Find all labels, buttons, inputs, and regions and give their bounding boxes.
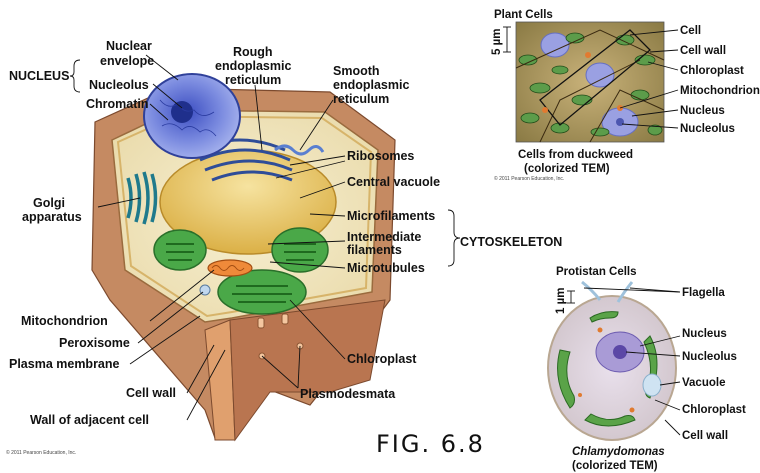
label-ribosomes: Ribosomes [347, 149, 414, 163]
label-plasma-membrane: Plasma membrane [9, 357, 120, 371]
plant-cells-copyright: © 2011 Pearson Education, Inc. [494, 175, 564, 182]
plant-label-cell: Cell [680, 25, 701, 37]
plant-label-nucleus: Nucleus [680, 105, 725, 117]
label-chloroplast: Chloroplast [347, 352, 417, 366]
nucleolus-shape [171, 101, 193, 123]
label-cell-wall: Cell wall [126, 386, 176, 400]
protist-label-flagella: Flagella [682, 287, 725, 299]
protist-label-nucleus: Nucleus [682, 328, 727, 340]
label-rough-er-3: reticulum [225, 73, 281, 87]
label-peroxisome: Peroxisome [59, 336, 130, 350]
protist-label-vacuole: Vacuole [682, 377, 725, 389]
plant-cells-title: Plant Cells [494, 9, 553, 21]
chloroplast-right-shape [272, 228, 328, 272]
label-smooth-er-3: reticulum [333, 92, 389, 106]
label-golgi-1: Golgi [33, 196, 65, 210]
chloroplast-left-shape [154, 230, 206, 270]
figure-number: FIG. 6.8 [376, 430, 485, 458]
protist-caption-1: Chlamydomonas [572, 446, 665, 458]
label-nuclear-envelope-1: Nuclear [106, 39, 152, 53]
protist-labels: Flagella Nucleus Nucleolus Vacuole Chlor… [682, 287, 746, 442]
label-wall-adjacent: Wall of adjacent cell [30, 413, 149, 427]
protist-scale: 1 µm [555, 288, 567, 314]
plant-cells-labels: Cell Cell wall Chloroplast Mitochondrion… [680, 25, 760, 135]
plant-cells-scale: 5 µm [491, 29, 503, 55]
label-chromatin: Chromatin [86, 97, 149, 111]
protist-title: Protistan Cells [556, 266, 637, 278]
label-microfilaments: Microfilaments [347, 209, 435, 223]
label-nucleolus: Nucleolus [89, 78, 149, 92]
cell-wall-right-shape [230, 300, 385, 440]
protist-caption-2: (colorized TEM) [572, 460, 658, 472]
label-plasmodesmata: Plasmodesmata [300, 387, 396, 401]
main-copyright: © 2011 Pearson Education, Inc. [6, 449, 76, 456]
label-microtubules: Microtubules [347, 261, 425, 275]
mitochondrion-shape [208, 260, 252, 276]
label-central-vacuole: Central vacuole [347, 175, 440, 189]
protist-label-chloroplast: Chloroplast [682, 404, 746, 416]
label-golgi-2: apparatus [22, 210, 82, 224]
label-nucleus-group: NUCLEUS [9, 69, 69, 83]
label-cytoskeleton-group: CYTOSKELETON [460, 235, 562, 249]
label-rough-er-1: Rough [233, 45, 273, 59]
plant-cells-micrograph [516, 22, 664, 142]
label-rough-er-2: endoplasmic [215, 59, 291, 73]
label-intermediate-1: Intermediate [347, 230, 421, 244]
plant-label-chloroplast: Chloroplast [680, 65, 744, 77]
label-smooth-er-2: endoplasmic [333, 78, 409, 92]
protist-label-cell-wall: Cell wall [682, 430, 728, 442]
chloroplast-bottom-shape [218, 270, 306, 314]
label-intermediate-2: filaments [347, 243, 402, 257]
plant-label-cell-wall: Cell wall [680, 45, 726, 57]
label-mitochondrion: Mitochondrion [21, 314, 108, 328]
label-smooth-er-1: Smooth [333, 64, 380, 78]
protist-label-nucleolus: Nucleolus [682, 351, 737, 363]
plant-label-mitochondrion: Mitochondrion [680, 85, 760, 97]
plant-cells-scale-bar [503, 27, 511, 52]
plant-label-nucleolus: Nucleolus [680, 123, 735, 135]
plant-cells-caption-2: (colorized TEM) [524, 163, 610, 175]
label-nuclear-envelope-2: envelope [100, 54, 154, 68]
plant-cells-caption-1: Cells from duckweed [518, 149, 633, 161]
